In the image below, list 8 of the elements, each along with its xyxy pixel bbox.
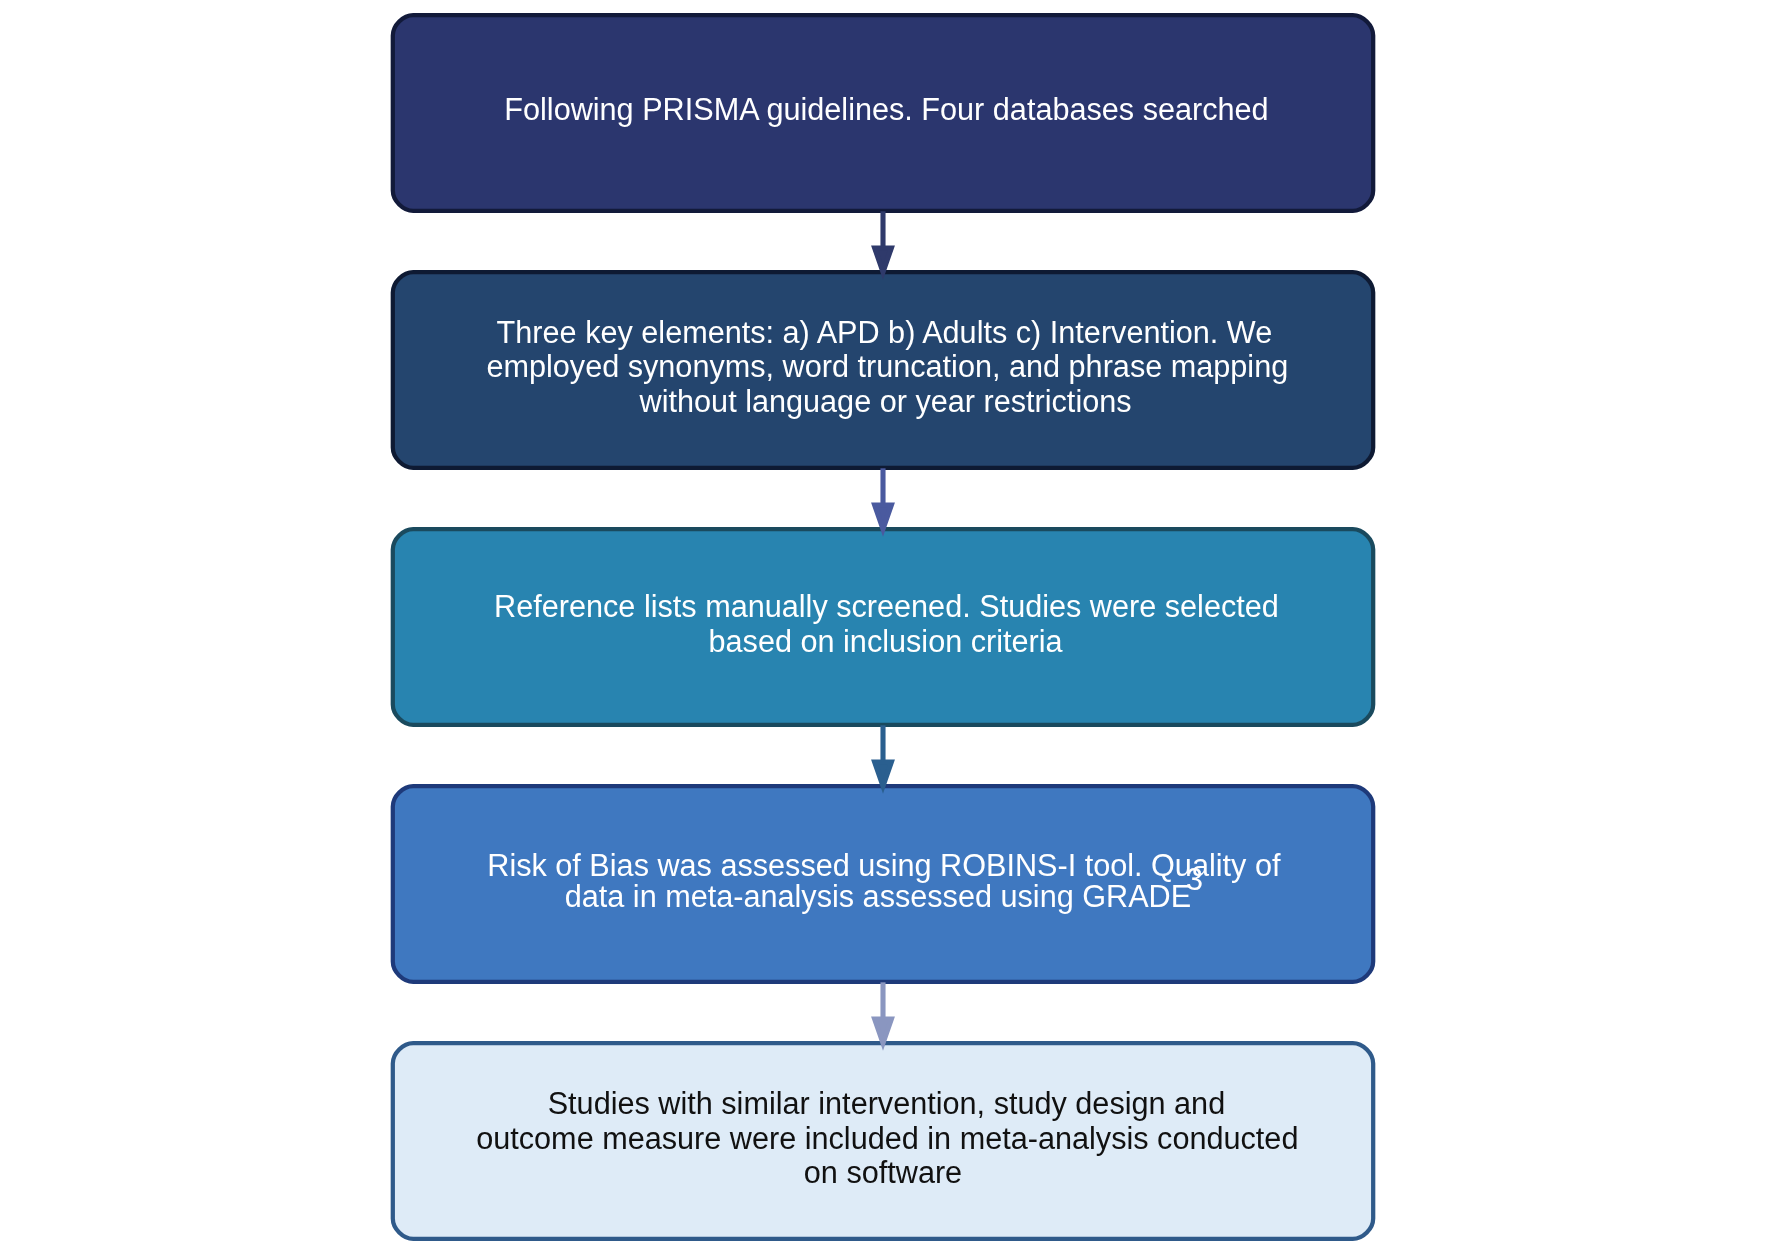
arrow [870,211,895,280]
arrow [870,468,895,537]
node-box: Three key elements: a) APD b) Adults c) Intervention. We employed synonyms, word truncation, and phrase mapping without language or year restrictions [390,270,1375,470]
arrow [870,725,895,794]
node-box: Following PRISMA guidelines. Four databases searched [390,13,1375,213]
arrow [870,982,895,1051]
node-box: Reference lists manually screened. Studies were selected based on inclusion criteria [390,527,1375,727]
node-box: Studies with similar intervention, study design and outcome measure were included in meta-analysis conducted on software [390,1041,1375,1242]
